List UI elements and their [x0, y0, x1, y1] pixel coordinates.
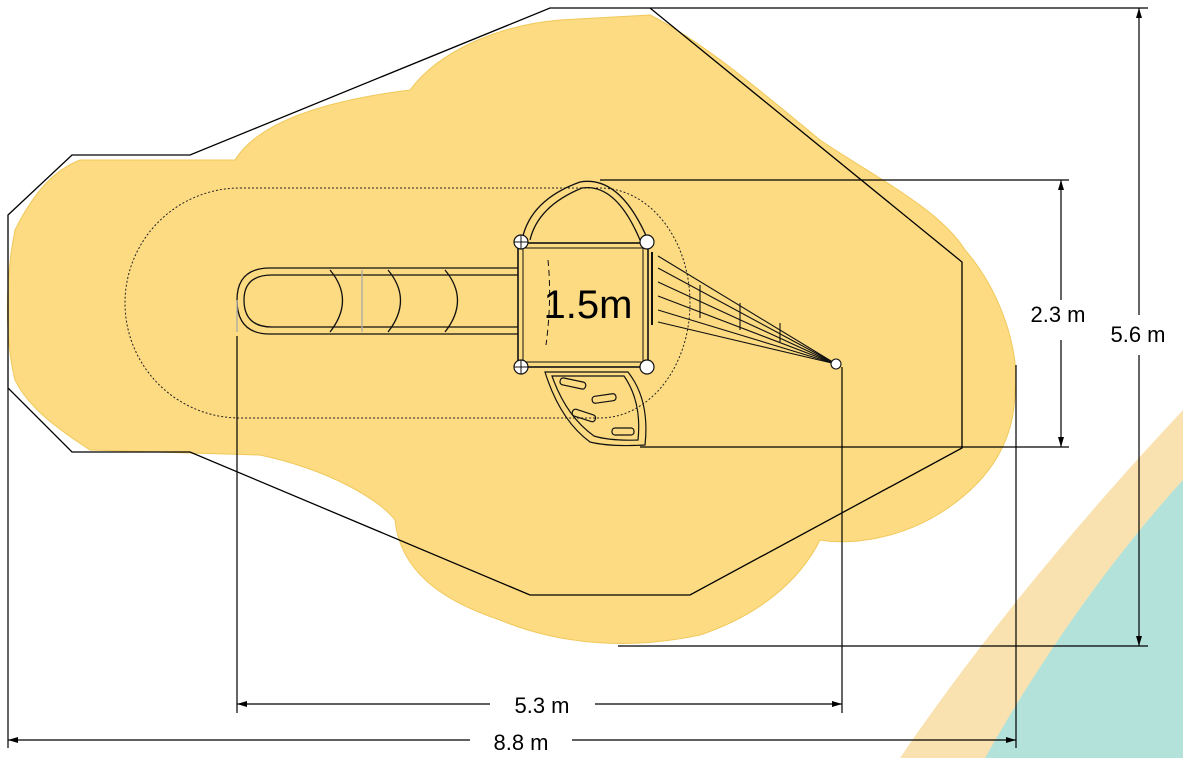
platform: 1.5m [513, 234, 655, 375]
post-top-right [639, 234, 655, 250]
dimension-equipment-width-label: 5.3 m [514, 693, 569, 718]
entry-arch [521, 180, 649, 241]
boundary-polygon [7, 7, 963, 596]
dimension-equipment-depth [600, 179, 1069, 448]
slide [236, 267, 520, 335]
dimension-equipment-depth-label: 2.3 m [1030, 302, 1085, 327]
climbing-wall [544, 371, 647, 447]
dimension-equipment-width [236, 336, 843, 713]
dimension-overall-width [7, 365, 1017, 748]
rope-anchor [830, 358, 842, 370]
platform-height-label: 1.5m [544, 283, 633, 327]
safety-zone [7, 14, 1017, 644]
dimension-overall-depth-label: 5.6 m [1110, 322, 1165, 347]
dimension-overall-width-label: 8.8 m [493, 730, 548, 755]
corner-swoosh-teal [985, 480, 1183, 758]
rope-net [651, 252, 842, 370]
post-bottom-right [639, 359, 655, 375]
dimension-overall-depth [618, 7, 1148, 647]
